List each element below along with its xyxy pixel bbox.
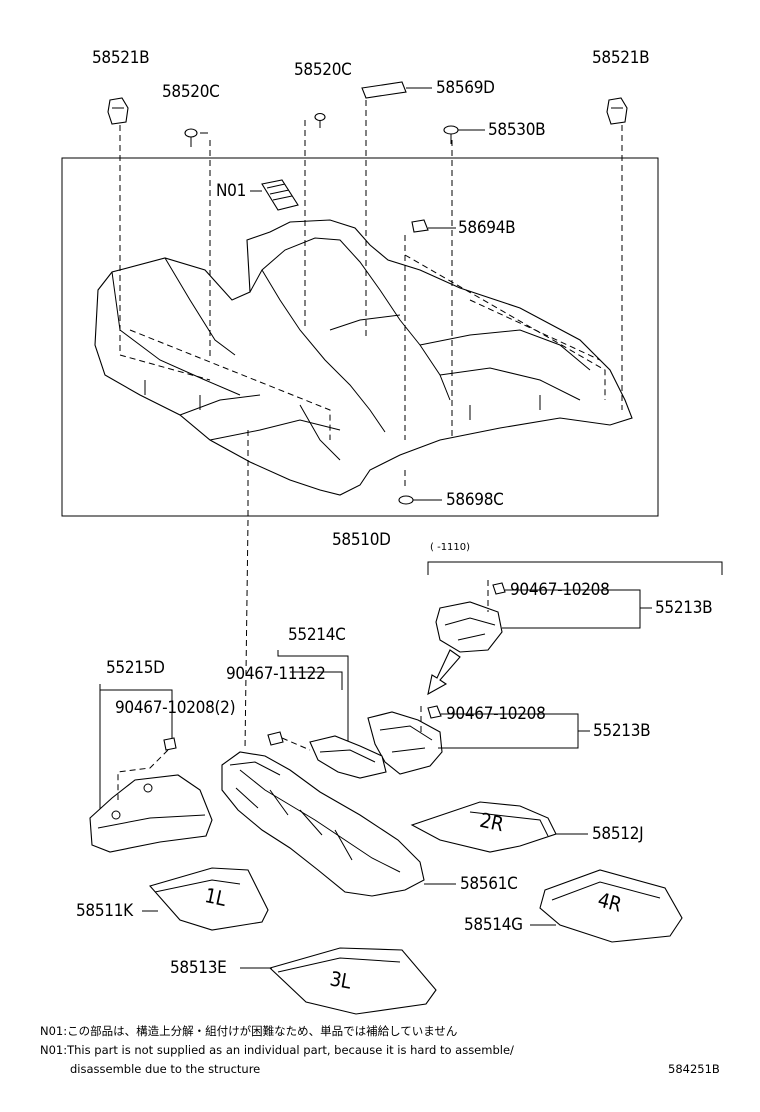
label-range-note: ( -1110) [430, 542, 471, 553]
label-58512J: 58512J [592, 824, 644, 844]
clip-58698C [398, 495, 414, 505]
label-55214C: 55214C [288, 625, 346, 645]
note-n01-japanese: N01:この部品は、構造上分解・組付けが困難なため、単品では補給していません [40, 1024, 458, 1038]
label-55215D: 55215D [106, 658, 165, 678]
mat-mark-1L: 1L [202, 883, 229, 911]
mat-58513E [268, 947, 437, 1015]
floor-carpet-58510D [94, 219, 633, 496]
label-58698C: 58698C [446, 490, 504, 510]
label-58511K: 58511K [76, 901, 133, 921]
label-55213B-lower: 55213B [593, 721, 651, 741]
label-55213B-upper: 55213B [655, 598, 713, 618]
label-90467-11122: 90467-11122 [226, 664, 326, 684]
direction-arrow [427, 649, 461, 696]
label-58521B-right: 58521B [592, 48, 650, 68]
label-58513E: 58513E [170, 958, 227, 978]
mat-N01 [261, 179, 299, 211]
panel-55215D [89, 774, 213, 853]
label-N01: N01 [216, 181, 246, 201]
tunnel-carpet-58561C [221, 751, 425, 897]
cover-55213B-upper [435, 601, 503, 653]
note-n01-english-line2: disassemble due to the structure [70, 1062, 261, 1076]
label-58521B-left: 58521B [92, 48, 150, 68]
label-58520C-left: 58520C [162, 82, 220, 102]
pin-58520C-mid [314, 112, 326, 128]
carpet-frame-box [61, 157, 659, 517]
label-58510D: 58510D [332, 530, 391, 550]
plate-58569D [361, 81, 407, 99]
label-58514G: 58514G [464, 915, 523, 935]
clip-58694B [411, 219, 429, 233]
panel-55214C [309, 735, 387, 779]
mat-58514G [539, 869, 683, 943]
label-58694B: 58694B [458, 218, 516, 238]
label-90467-10208-lower: 90467-10208 [446, 704, 546, 724]
mat-mark-2R: 2R [477, 807, 506, 837]
clip-58530B [443, 125, 459, 144]
clip-90467-10208-upper [492, 582, 506, 595]
mat-58511K [149, 867, 269, 931]
figure-code: 584251B [668, 1062, 720, 1076]
label-58561C: 58561C [460, 874, 518, 894]
clip-90467-10208-lower [427, 705, 442, 719]
clip-58521B-left [107, 97, 129, 125]
label-90467-10208-2: 90467-10208(2) [115, 698, 236, 718]
label-58520C-mid: 58520C [294, 60, 352, 80]
label-58569D: 58569D [436, 78, 495, 98]
bolt-90467-11122 [267, 731, 284, 746]
label-58530B: 58530B [488, 120, 546, 140]
cover-55213B-lower [367, 711, 443, 775]
clip-58521B-right [606, 97, 628, 125]
mat-mark-4R: 4R [595, 887, 625, 917]
mat-mark-3L: 3L [328, 966, 353, 994]
clip-90467-10208-2 [163, 737, 177, 751]
label-90467-10208-upper: 90467-10208 [510, 580, 610, 600]
note-n01-english-line1: N01:This part is not supplied as an indi… [40, 1043, 514, 1057]
pin-58520C-left [184, 128, 198, 147]
